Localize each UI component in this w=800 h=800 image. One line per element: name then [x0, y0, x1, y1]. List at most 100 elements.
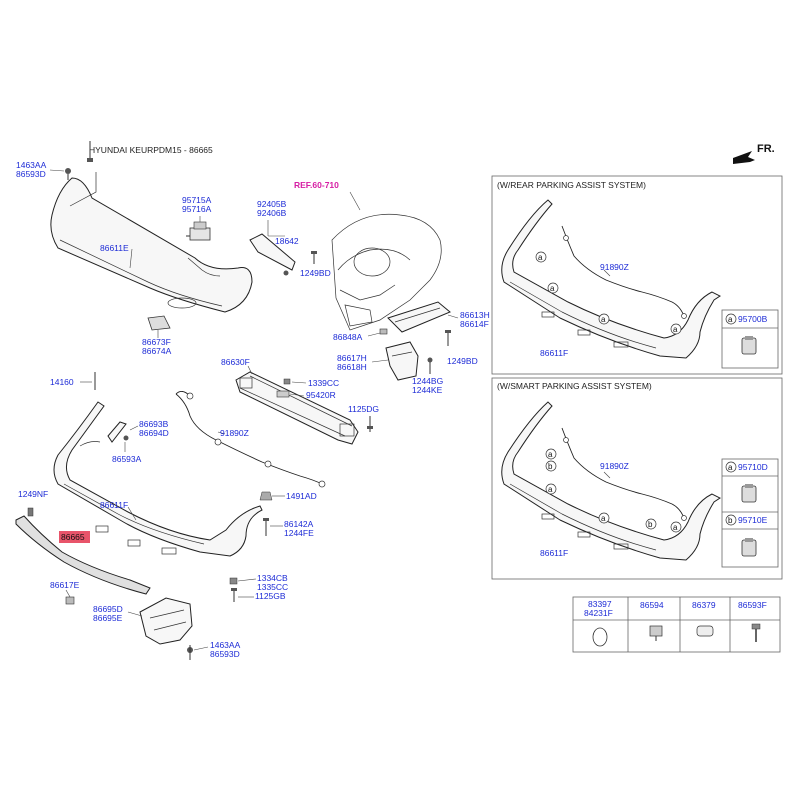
smart-sensor-box: [721, 458, 779, 568]
label-86617e: 86617E: [50, 580, 80, 590]
rear-sensor-label: 95700B: [738, 314, 768, 324]
parking-sensor-icon: [741, 538, 757, 557]
label-1339cc: 1339CC: [308, 378, 339, 388]
svg-text:a: a: [673, 523, 678, 532]
smart-panel-title: (W/SMART PARKING ASSIST SYSTEM): [497, 381, 652, 391]
label-1334cb: 1334CB: [257, 573, 288, 583]
label-86617h: 86617H: [337, 353, 367, 363]
side-bracket-icon: [249, 233, 296, 276]
label-86848a: 86848A: [333, 332, 363, 342]
smart-panel-marker-b: b: [545, 460, 557, 472]
parking-sensor-icon: [741, 484, 757, 503]
label-1244fe: 1244FE: [284, 528, 314, 538]
label-1249nf: 1249NF: [18, 489, 48, 499]
parts-table-col2: 86594: [640, 600, 664, 610]
body-panel-ref: [331, 213, 442, 331]
rear-sensor-marker: a: [728, 315, 733, 324]
smart-sensor-b-label: 95710E: [738, 515, 768, 525]
label-86613h: 86613H: [460, 310, 490, 320]
label-92405b: 92405B: [257, 199, 287, 209]
rear-panel-title: (W/REAR PARKING ASSIST SYSTEM): [497, 180, 646, 190]
screw-icon: [187, 645, 193, 660]
label-86611e: 86611E: [100, 243, 129, 253]
rear-panel-wiring: [561, 225, 687, 319]
label-1249bd-b: 1249BD: [447, 356, 478, 366]
svg-text:a: a: [601, 315, 606, 324]
wiring-harness-main: [175, 391, 326, 488]
svg-text:a: a: [673, 325, 678, 334]
bolt-icon: [367, 416, 373, 432]
bolt-icon: [311, 251, 317, 264]
smart-parking-assist-panel: [491, 377, 783, 580]
label-1463aa-top: 1463AA: [16, 160, 47, 170]
ref-label: REF.60-710: [294, 180, 339, 190]
svg-text:a: a: [548, 485, 553, 494]
label-92406b: 92406B: [257, 208, 287, 218]
orientation-label: FR.: [757, 143, 775, 155]
svg-text:a: a: [538, 253, 543, 262]
svg-text:b: b: [548, 462, 553, 471]
side-trim-icon: [107, 421, 129, 443]
label-86611f-main: 86611F: [100, 500, 128, 510]
smart-panel-marker-b: b: [645, 518, 657, 530]
label-86142a: 86142A: [284, 519, 314, 529]
label-1249bd-a: 1249BD: [300, 268, 331, 278]
under-cover-icon: [139, 597, 193, 645]
screw-icon: [427, 357, 433, 374]
label-86593d-bot: 86593D: [210, 649, 240, 659]
sensor-bracket-icon: [276, 390, 290, 398]
label-1491ad: 1491AD: [286, 491, 317, 501]
label-86665[interactable]: 86665: [61, 532, 85, 542]
forward-arrow-icon: [733, 151, 755, 164]
bolt-icon: [231, 588, 237, 602]
parts-table-col1-line1: 83397: [588, 599, 612, 609]
parts-table-col3: 86379: [692, 600, 716, 610]
parts-table-col4: 86593F: [738, 600, 767, 610]
corner-bracket-icon: [385, 341, 419, 381]
rear-panel-marker-a: a: [598, 313, 610, 325]
label-86630f: 86630F: [221, 357, 250, 367]
label-1125dg: 1125DG: [348, 404, 379, 414]
clip-icon: [379, 328, 388, 335]
rear-panel-marker-a: a: [547, 282, 559, 294]
rear-panel-marker-a: a: [535, 251, 547, 263]
rear-panel-bumper: [501, 199, 721, 359]
bolt-icon: [445, 330, 451, 346]
parts-table: [572, 596, 781, 653]
smart-panel-bumper: [501, 401, 721, 561]
rear-sensor-box: [721, 309, 779, 369]
label-86674a: 86674A: [142, 346, 172, 356]
label-86695d: 86695D: [93, 604, 123, 614]
bracket-icon: [87, 141, 93, 162]
label-1335cc: 1335CC: [257, 582, 288, 592]
svg-text:a: a: [550, 284, 555, 293]
lower-bumper-cover: [53, 401, 263, 557]
label-86694d: 86694D: [139, 428, 169, 438]
smart-panel-marker-a: a: [598, 512, 610, 524]
screw-icon: [751, 623, 761, 642]
rear-panel-bumper-label: 86611F: [540, 348, 568, 358]
highlight-86665: [59, 531, 90, 543]
rear-parking-assist-panel: [491, 175, 783, 375]
smart-panel-wiring: [561, 427, 687, 521]
diagram-title: HYUNDAI KEURPDM15 - 86665: [89, 145, 213, 155]
label-1125gb: 1125GB: [255, 591, 286, 601]
sensor-module-icon: [186, 221, 211, 241]
label-86614f: 86614F: [460, 319, 489, 329]
label-1463aa-bot: 1463AA: [210, 640, 241, 650]
smart-sensor-a-marker: a: [728, 463, 733, 472]
label-86593d-top: 86593D: [16, 169, 46, 179]
svg-text:b: b: [648, 520, 653, 529]
reflector-icon: [147, 315, 171, 331]
parking-sensor-icon: [741, 336, 757, 355]
smart-sensor-a-label: 95710D: [738, 462, 768, 472]
label-95715a: 95715A: [182, 195, 212, 205]
label-91890z-main: 91890Z: [220, 428, 249, 438]
clip-icon: [649, 625, 663, 641]
label-86673f: 86673F: [142, 337, 171, 347]
clip-icon: [259, 491, 273, 501]
smart-panel-bumper-label: 86611F: [540, 548, 568, 558]
smart-panel-marker-a: a: [545, 448, 557, 460]
bolt-icon: [263, 518, 269, 536]
